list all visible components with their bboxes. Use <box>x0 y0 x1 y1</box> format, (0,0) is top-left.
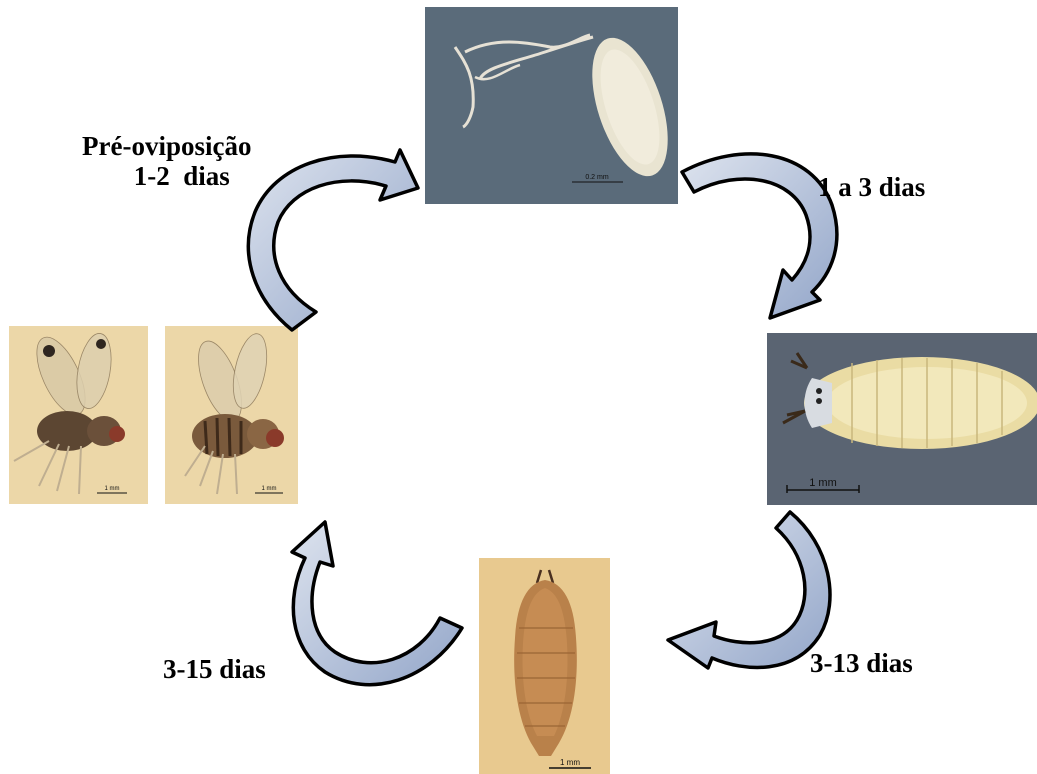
adult-female-photo: 1 mm <box>165 326 298 504</box>
egg-to-larva-label: 1 a 3 dias <box>818 172 925 202</box>
larva-scale-label: 1 mm <box>809 477 837 489</box>
arrow-larva-to-pupa <box>668 512 830 668</box>
pupa-scale-label: 1 mm <box>560 758 580 767</box>
egg-photo: 0.2 mm <box>425 7 678 204</box>
pupa-to-adult-label: 3-15 dias <box>163 654 266 684</box>
preoviposition-label: Pré-oviposição 1-2 dias <box>82 131 251 191</box>
egg-scale-label: 0.2 mm <box>585 174 609 181</box>
larva-photo: 1 mm <box>767 333 1037 505</box>
pupa-photo: 1 mm <box>479 558 610 774</box>
adult-male-photo: 1 mm <box>9 326 148 504</box>
arrow-egg-to-larva <box>682 154 837 318</box>
preoviposition-duration: 1-2 dias <box>82 161 251 191</box>
arrow-pupa-to-adult <box>292 522 462 685</box>
larva-to-pupa-label: 3-13 dias <box>810 648 913 678</box>
adult-female-scale-label: 1 mm <box>262 486 277 492</box>
arrow-adult-to-egg <box>248 150 418 330</box>
preoviposition-title: Pré-oviposição <box>82 131 251 161</box>
adult-male-scale-label: 1 mm <box>105 486 120 492</box>
